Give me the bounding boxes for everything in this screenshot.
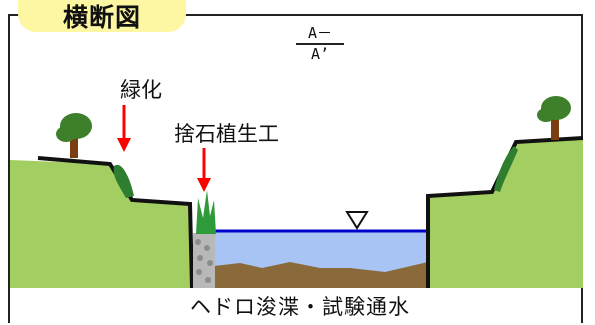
arrow-down-icon: [117, 105, 131, 152]
greening-label: 緑化: [120, 78, 162, 102]
right-bank-outline: [426, 136, 584, 288]
sludge-layer: [197, 262, 428, 288]
left-slope-shrub: [113, 164, 134, 198]
tree-icon: [537, 96, 571, 140]
arrow-down-icon: [197, 148, 211, 192]
left-bank-outline: [37, 156, 194, 289]
tree-icon: [56, 113, 92, 158]
section-label: A－ A’: [296, 24, 344, 63]
section-label-bottom: A’: [310, 45, 330, 63]
section-label-top: A－: [296, 24, 344, 45]
title-badge: 横断図: [18, 0, 186, 32]
right-bank: [428, 138, 583, 288]
water-level-triangle-icon: [345, 211, 369, 230]
left-bank: [10, 160, 192, 288]
diagram-caption: ヘドロ浚渫・試験通水: [190, 295, 410, 319]
riprap-planting-label: 捨石植生工: [174, 122, 279, 146]
riprap-stones: [195, 239, 213, 283]
right-slope-shrub: [494, 146, 518, 192]
riprap-grass: [196, 190, 216, 234]
